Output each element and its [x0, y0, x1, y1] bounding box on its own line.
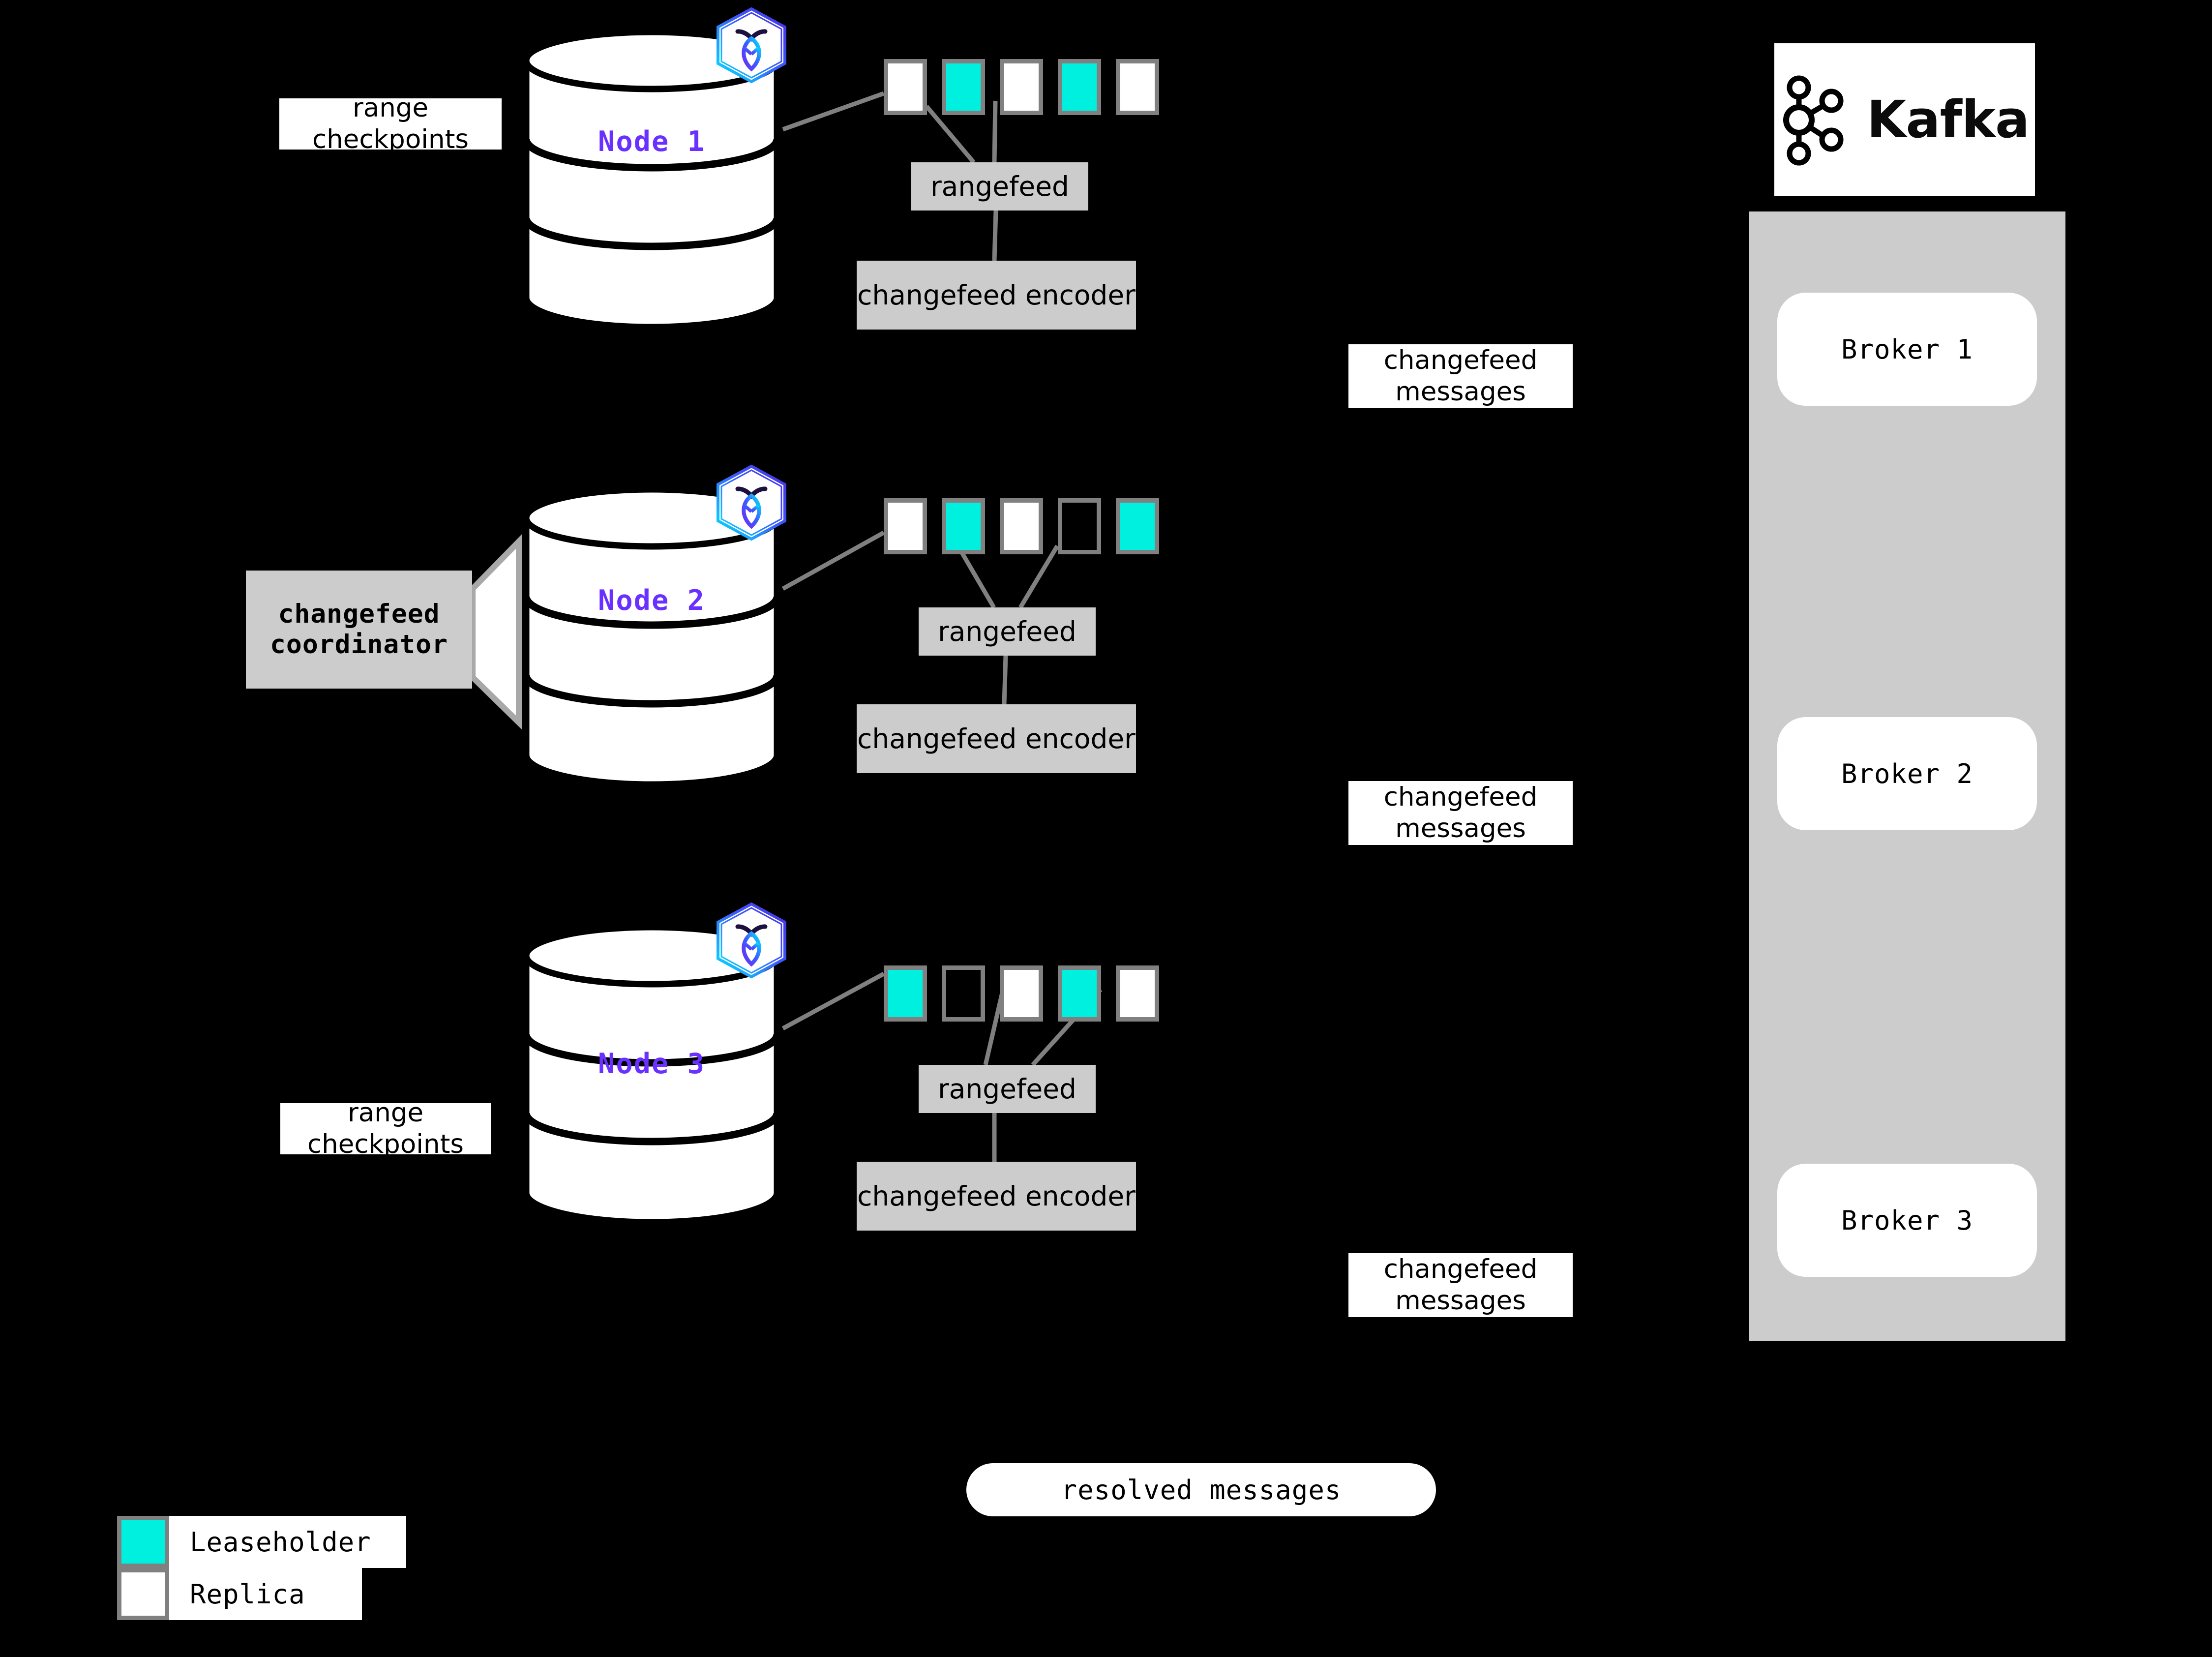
changefeed-messages-label-1: changefeed messages	[1348, 344, 1573, 408]
range-row-2	[884, 498, 1159, 554]
resolved-messages-label: resolved messages	[1061, 1474, 1342, 1506]
rangefeed-label: rangefeed	[930, 170, 1069, 202]
node-label-3: Node 3	[598, 1048, 705, 1080]
broker-label: Broker 2	[1841, 758, 1973, 789]
range-box[interactable]	[1058, 59, 1101, 115]
kafka-logo-card: Kafka	[1774, 43, 2035, 196]
cockroachdb-hexagon-icon	[712, 901, 791, 980]
range-checkpoints-text: range checkpoints	[307, 1098, 464, 1159]
cockroachdb-hexagon-icon	[712, 463, 791, 542]
legend-swatch-replica	[117, 1568, 169, 1620]
range-box[interactable]	[1058, 965, 1101, 1022]
changefeed-messages-text: changefeed messages	[1383, 345, 1538, 407]
range-box[interactable]	[884, 498, 927, 554]
broker-2[interactable]: Broker 2	[1777, 717, 2037, 830]
node-cylinder-2	[521, 487, 782, 786]
range-box[interactable]	[1116, 965, 1159, 1022]
node-label-1: Node 1	[598, 125, 705, 158]
changefeed-encoder-label: changefeed encoder	[857, 723, 1136, 754]
kafka-wordmark: Kafka	[1866, 90, 2030, 150]
range-row-1	[884, 59, 1159, 115]
changefeed-encoder-label: changefeed encoder	[857, 279, 1136, 311]
range-box[interactable]	[884, 59, 927, 115]
range-box[interactable]	[1116, 498, 1159, 554]
legend-swatch-leaseholder	[117, 1516, 169, 1568]
range-box[interactable]	[1000, 965, 1043, 1022]
changefeed-encoder-label: changefeed encoder	[857, 1180, 1136, 1212]
range-box[interactable]	[942, 498, 985, 554]
kafka-node-graph-icon	[1783, 75, 1844, 166]
range-checkpoints-label-1: range checkpoints	[279, 93, 502, 154]
changefeed-coordinator-box[interactable]: changefeed coordinator	[246, 571, 472, 689]
broker-label: Broker 3	[1841, 1205, 1973, 1236]
resolved-messages-pill[interactable]: resolved messages	[966, 1463, 1436, 1516]
range-box[interactable]	[1116, 59, 1159, 115]
legend-label-leaseholder: Leaseholder	[169, 1516, 406, 1568]
range-box[interactable]	[1058, 498, 1101, 554]
range-checkpoints-label-3: range checkpoints	[280, 1098, 491, 1159]
broker-label: Broker 1	[1841, 333, 1973, 365]
node-cylinder-3	[521, 925, 782, 1224]
range-box[interactable]	[1000, 59, 1043, 115]
changefeed-messages-label-3: changefeed messages	[1348, 1253, 1573, 1317]
changefeed-encoder-box-2[interactable]: changefeed encoder	[857, 704, 1136, 773]
range-checkpoints-text: range checkpoints	[312, 93, 469, 154]
changefeed-messages-label-2: changefeed messages	[1348, 781, 1573, 845]
legend: Leaseholder Replica	[117, 1516, 406, 1620]
rangefeed-label: rangefeed	[938, 1073, 1076, 1105]
broker-3[interactable]: Broker 3	[1777, 1164, 2037, 1277]
changefeed-encoder-box-1[interactable]: changefeed encoder	[857, 261, 1136, 330]
range-box[interactable]	[1000, 498, 1043, 554]
changefeed-encoder-box-3[interactable]: changefeed encoder	[857, 1162, 1136, 1231]
rangefeed-label: rangefeed	[938, 615, 1076, 647]
rangefeed-box-2[interactable]: rangefeed	[919, 607, 1096, 656]
coordinator-pointer-icon	[470, 534, 529, 730]
range-box[interactable]	[942, 965, 985, 1022]
legend-label-replica: Replica	[169, 1568, 362, 1620]
cockroachdb-hexagon-icon	[712, 6, 791, 85]
rangefeed-box-3[interactable]: rangefeed	[919, 1065, 1096, 1113]
changefeed-messages-text: changefeed messages	[1383, 1254, 1538, 1316]
changefeed-coordinator-label: changefeed coordinator	[270, 599, 448, 660]
broker-1[interactable]: Broker 1	[1777, 293, 2037, 406]
node-cylinder-1	[521, 30, 782, 329]
changefeed-messages-text: changefeed messages	[1383, 782, 1538, 844]
rangefeed-box-1[interactable]: rangefeed	[911, 162, 1088, 211]
node-label-2: Node 2	[598, 584, 705, 617]
range-box[interactable]	[942, 59, 985, 115]
range-box[interactable]	[884, 965, 927, 1022]
range-row-3	[884, 965, 1159, 1022]
